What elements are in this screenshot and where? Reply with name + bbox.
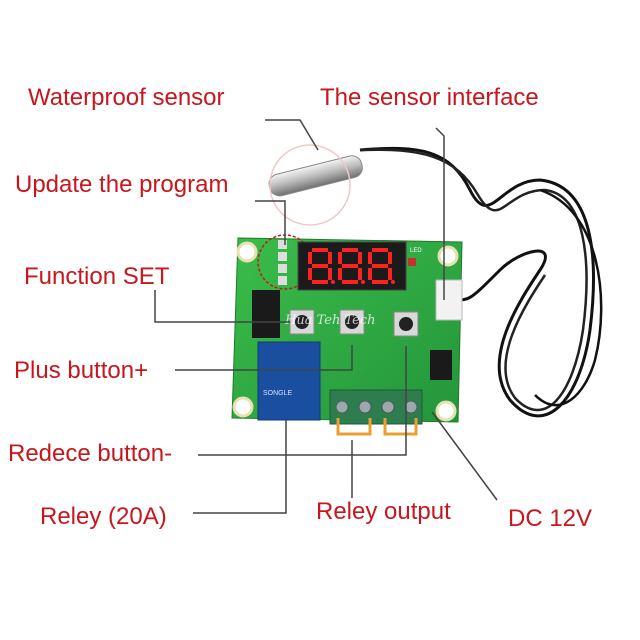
display-digits [308, 248, 395, 284]
label-reduce-button: Redece button- [8, 440, 173, 467]
button-minus[interactable] [393, 311, 419, 337]
mounting-hole [232, 396, 254, 418]
label-update-program: Update the program [15, 171, 229, 198]
sensor-highlight [269, 144, 351, 226]
watermark: Hua Teh Tech [284, 313, 375, 328]
sensor-connector [435, 279, 463, 321]
label-plus-button: Plus button+ [14, 357, 149, 384]
regulator [430, 350, 452, 380]
label-relay: Reley (20A) [40, 503, 167, 530]
label-waterproof-sensor: Waterproof sensor [28, 84, 225, 111]
leader-lines [154, 119, 498, 514]
label-function-set: Function SET [24, 263, 170, 290]
sensor-cable [359, 146, 595, 418]
label-dc-12v: DC 12V [508, 505, 593, 532]
relay-module: SONGLE [257, 341, 321, 421]
svg-text:SONGLE: SONGLE [263, 390, 293, 397]
led-silkscreen: LED [410, 248, 422, 254]
microcontroller-chip [252, 290, 280, 338]
terminal-block [329, 389, 423, 425]
mounting-hole [435, 400, 457, 422]
mounting-hole [437, 245, 459, 267]
relay-output-bracket [336, 418, 372, 436]
mounting-hole [236, 241, 258, 263]
label-relay-output: Reley output [316, 498, 451, 525]
led-indicator [408, 258, 416, 266]
button-plus[interactable] [339, 309, 365, 335]
power-bracket [383, 418, 418, 436]
label-sensor-interface: The sensor interface [320, 84, 539, 111]
program-header [278, 240, 287, 285]
pcb-board: LED Hua Teh Tech SONGLE [231, 234, 463, 436]
